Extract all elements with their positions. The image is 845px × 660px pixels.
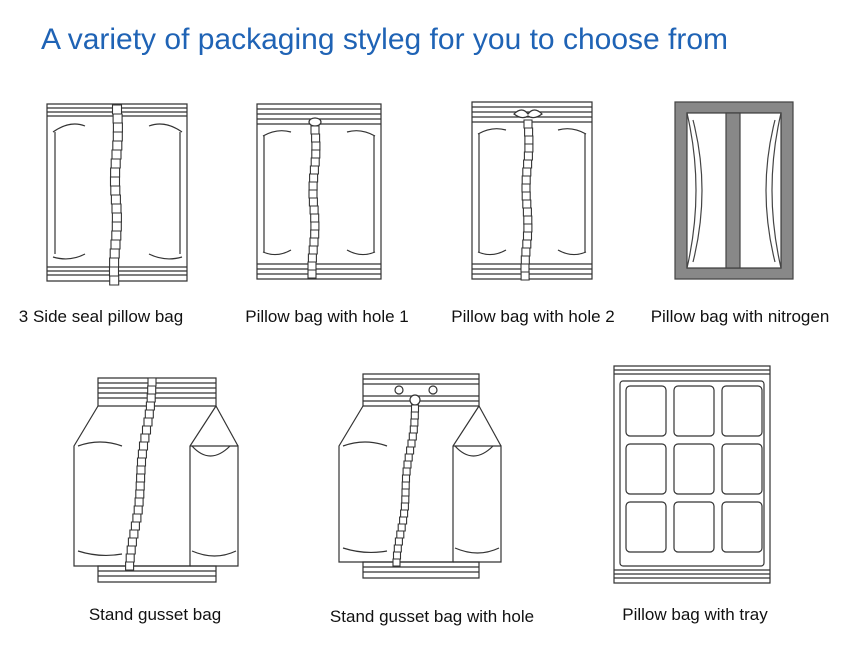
bag-caption-2: Pillow bag with hole 1 <box>245 307 409 326</box>
stand-gusset-bag-hole-icon <box>335 372 505 584</box>
three-side-seal-pillow-bag-icon <box>45 102 190 284</box>
pillow-bag-tray-icon <box>612 364 772 586</box>
pillow-bag-nitrogen-icon <box>673 100 795 282</box>
page-title: A variety of packaging styleg for you to… <box>41 23 729 56</box>
bag-caption-3: Pillow bag with hole 2 <box>451 307 615 326</box>
pillow-bag-hole-2-icon <box>470 100 594 282</box>
bag-caption-7: Pillow bag with tray <box>622 605 768 624</box>
bag-caption-5: Stand gusset bag <box>88 605 222 624</box>
pillow-bag-hole-1-icon <box>255 102 383 282</box>
bag-caption-6: Stand gusset bag with hole <box>329 607 535 626</box>
bag-caption-4: Pillow bag with nitrogen <box>650 307 830 326</box>
stand-gusset-bag-icon <box>70 376 242 586</box>
bag-caption-1: 3 Side seal pillow bag <box>18 307 184 326</box>
